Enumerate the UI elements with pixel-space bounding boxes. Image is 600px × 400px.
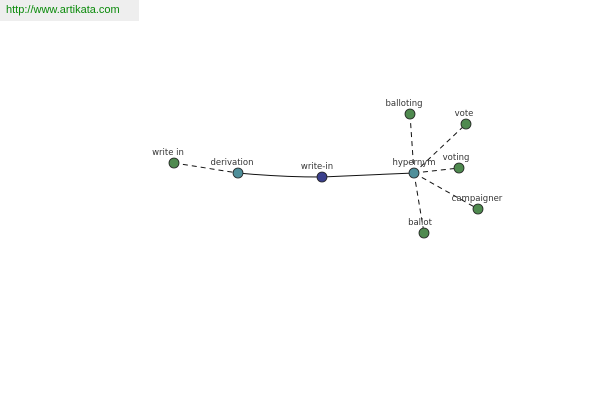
label-voting: voting (443, 153, 470, 163)
edge-hypernym-campaigner (413, 172, 479, 210)
node-hypernym[interactable] (408, 167, 420, 179)
edge-derivation-center (237, 172, 323, 178)
label-hypernym: hypernym (392, 158, 435, 168)
node-ballot[interactable] (418, 227, 430, 239)
label-write-in-center: write-in (301, 162, 333, 172)
graph-labels: write in derivation write-in hypernym ba… (152, 99, 503, 228)
source-url-link[interactable]: http://www.artikata.com (0, 0, 139, 21)
edge-hypernym-balloting (409, 113, 415, 174)
label-campaigner: campaigner (452, 194, 503, 204)
label-vote: vote (455, 109, 474, 119)
label-derivation: derivation (210, 158, 253, 168)
node-write-in-center[interactable] (316, 171, 328, 183)
edge-hypernym-vote (413, 123, 467, 174)
node-campaigner[interactable] (472, 203, 484, 215)
node-write-in-plain[interactable] (168, 157, 180, 169)
label-balloting: balloting (385, 99, 422, 109)
label-write-in-plain: write in (152, 148, 184, 158)
edge-hypernym-ballot (413, 172, 425, 234)
edge-hypernym-voting (413, 167, 460, 174)
graph-nodes (168, 108, 484, 239)
node-voting[interactable] (453, 162, 465, 174)
edge-writein-derivation (173, 162, 239, 174)
edge-center-hypernym (321, 172, 415, 178)
node-vote[interactable] (460, 118, 472, 130)
label-ballot: ballot (408, 218, 433, 228)
node-balloting[interactable] (404, 108, 416, 120)
graph-edges (173, 113, 479, 234)
node-derivation[interactable] (232, 167, 244, 179)
